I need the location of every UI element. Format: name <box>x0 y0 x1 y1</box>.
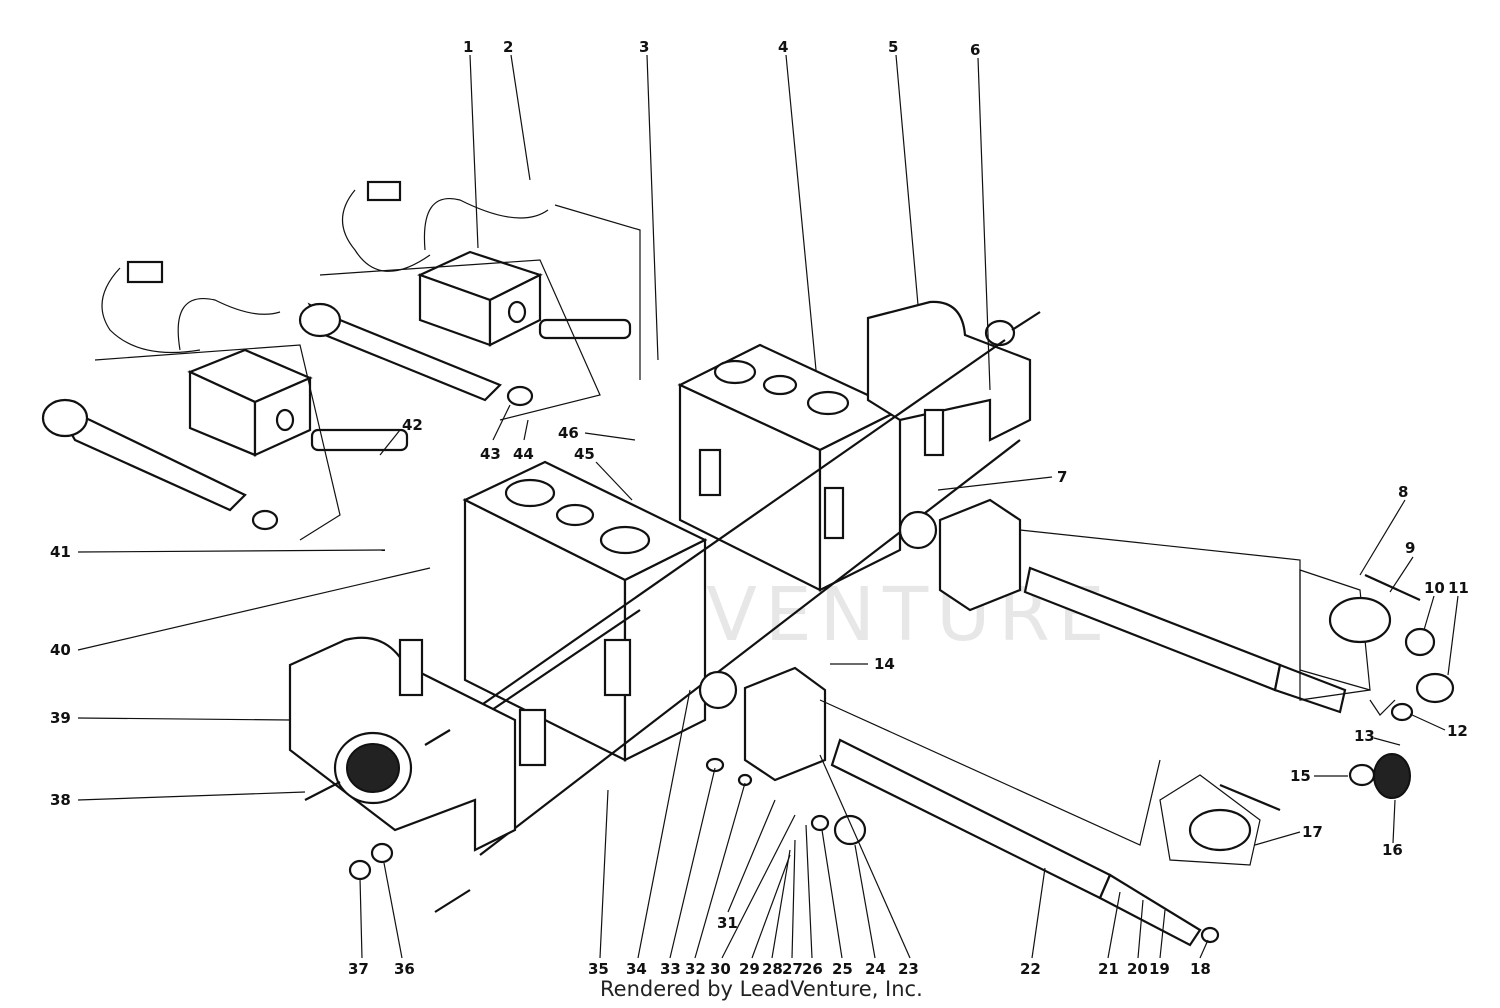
callouts: 1 2 3 4 5 6 7 8 9 10 11 12 13 14 15 16 1… <box>50 38 1469 978</box>
lower-spool-assembly <box>348 666 1281 947</box>
callout-42: 42 <box>402 416 423 434</box>
callout-32: 32 <box>685 960 706 978</box>
callout-10: 10 <box>1424 579 1445 597</box>
callout-16: 16 <box>1382 841 1403 859</box>
callout-13: 13 <box>1354 727 1375 745</box>
callout-12: 12 <box>1447 722 1468 740</box>
callout-26: 26 <box>802 960 823 978</box>
callout-24: 24 <box>865 960 886 978</box>
callout-44: 44 <box>513 445 534 463</box>
callout-4: 4 <box>778 38 788 56</box>
upper-spool-assembly <box>898 498 1455 799</box>
callout-3: 3 <box>639 38 649 56</box>
callout-29: 29 <box>739 960 760 978</box>
callout-30: 30 <box>710 960 731 978</box>
callout-6: 6 <box>970 41 980 59</box>
callout-18: 18 <box>1190 960 1211 978</box>
lower-solenoid-assembly <box>41 260 409 531</box>
callout-2: 2 <box>503 38 513 56</box>
callout-8: 8 <box>1398 483 1408 501</box>
callout-21: 21 <box>1098 960 1119 978</box>
callout-5: 5 <box>888 38 898 56</box>
callout-9: 9 <box>1405 539 1415 557</box>
callout-19: 19 <box>1149 960 1170 978</box>
credit-line: Rendered by LeadVenture, Inc. <box>600 977 923 1001</box>
callout-35: 35 <box>588 960 609 978</box>
callout-15: 15 <box>1290 767 1311 785</box>
callout-7: 7 <box>1057 468 1067 486</box>
upper-solenoid-assembly <box>298 180 632 407</box>
front-valve-body <box>462 460 708 762</box>
callout-1: 1 <box>463 38 473 56</box>
assembly-lines <box>94 204 1396 846</box>
callout-22: 22 <box>1020 960 1041 978</box>
callout-11: 11 <box>1448 579 1469 597</box>
callout-43: 43 <box>480 445 501 463</box>
callout-25: 25 <box>832 960 853 978</box>
callout-46: 46 <box>558 424 579 442</box>
callout-36: 36 <box>394 960 415 978</box>
callout-38: 38 <box>50 791 71 809</box>
front-mounting-bracket <box>288 636 547 913</box>
callout-41: 41 <box>50 543 71 561</box>
rear-valve-body <box>677 343 903 592</box>
callout-37: 37 <box>348 960 369 978</box>
callout-34: 34 <box>626 960 647 978</box>
callout-27: 27 <box>782 960 803 978</box>
callout-23: 23 <box>898 960 919 978</box>
callout-40: 40 <box>50 641 71 659</box>
callout-39: 39 <box>50 709 71 727</box>
rear-mounting-bracket <box>866 300 1041 457</box>
callout-20: 20 <box>1127 960 1148 978</box>
callout-28: 28 <box>762 960 783 978</box>
callout-14: 14 <box>874 655 895 673</box>
callout-45: 45 <box>574 445 595 463</box>
callout-33: 33 <box>660 960 681 978</box>
callout-31: 31 <box>717 914 738 932</box>
callout-17: 17 <box>1302 823 1323 841</box>
